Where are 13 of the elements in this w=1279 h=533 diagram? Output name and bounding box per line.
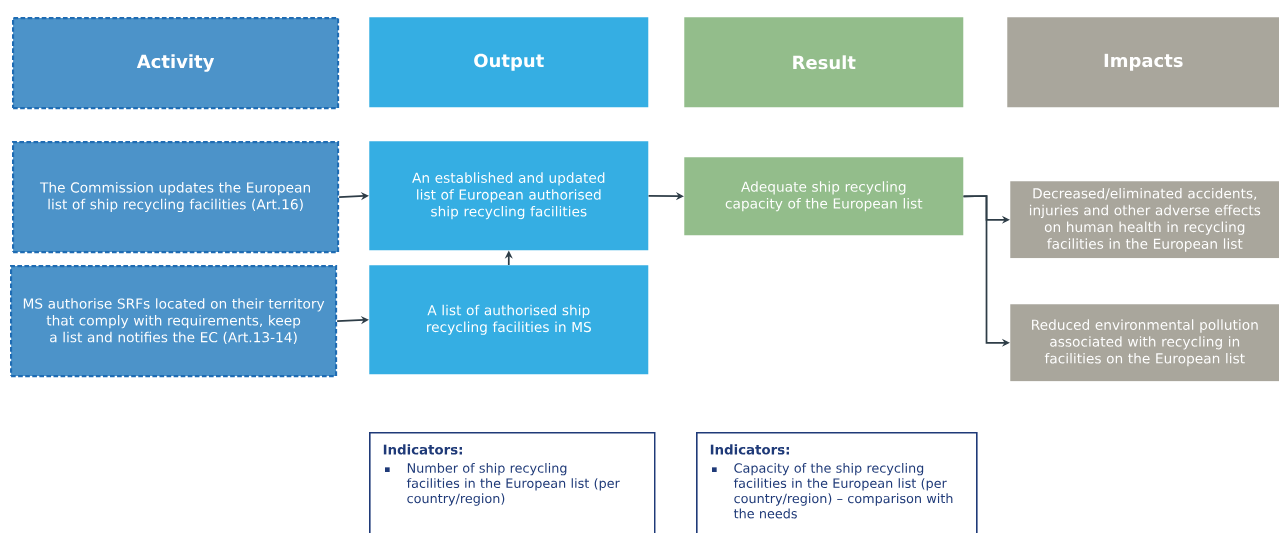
process-box: Reduced environmental pollution associated with recycling in facilities on the European list [1010, 304, 1279, 382]
column-header: Result [684, 17, 964, 108]
process-box: An established and updated list of European authorised ship recycling facilities [369, 141, 649, 251]
indicator-box: Indicators: Number of ship recycling facilities in the European list (per country/region) [369, 432, 656, 533]
column-header: Output [369, 17, 649, 108]
process-box: A list of authorised ship recycling facilities in MS [369, 265, 649, 375]
process-box: The Commission updates the European list of ship recycling facilities (Art.16) [12, 141, 340, 254]
column-header: Impacts [1007, 17, 1279, 108]
indicator-box: Indicators: Capacity of the ship recycling facilities in the European list (per country/region) – comparison with the needs [696, 432, 978, 533]
process-box: Adequate ship recycling capacity of the European list [684, 157, 964, 236]
process-box: MS authorise SRFs located on their territory that comply with requirements, keep a list and notifies the EC (Art.13-14) [10, 265, 338, 378]
process-box: Decreased/eliminated accidents, injuries and other adverse effects on human health in recycling facilities in the European list [1010, 181, 1279, 259]
column-header: Activity [12, 17, 340, 110]
